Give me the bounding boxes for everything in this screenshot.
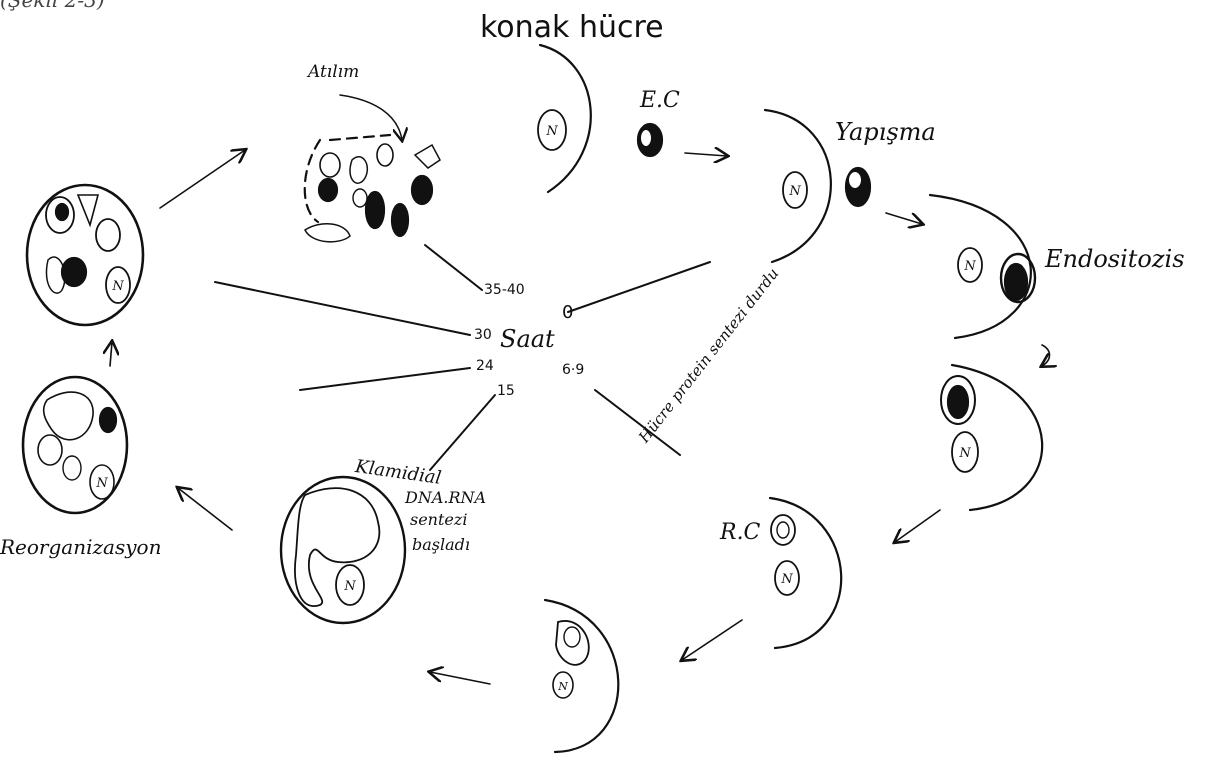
label-attachment: Yapışma bbox=[835, 118, 936, 146]
host-cell-1 bbox=[538, 45, 591, 192]
label-reorganization: Reorganizasyon bbox=[0, 535, 161, 559]
hour-6-9: 6·9 bbox=[562, 362, 584, 378]
arrow-to-attachment bbox=[685, 153, 727, 156]
label-saat: Saat bbox=[500, 325, 555, 353]
host-cell-6 bbox=[545, 600, 618, 752]
host-cell-3 bbox=[930, 195, 1035, 338]
label-synthesis-2: DNA.RNA bbox=[405, 488, 486, 507]
hour-0: 0 bbox=[562, 302, 573, 323]
arrow-to-inclusion bbox=[1042, 345, 1050, 366]
arrow-to-rc bbox=[895, 510, 940, 542]
nucleus-letter-5: N bbox=[780, 572, 793, 587]
nucleus-letter-8: N bbox=[95, 476, 108, 491]
host-cell-9 bbox=[27, 185, 143, 325]
nucleus-letter-2: N bbox=[788, 184, 801, 199]
host-cell-7 bbox=[281, 477, 405, 623]
hour-24: 24 bbox=[476, 358, 494, 374]
elementary-body bbox=[638, 124, 662, 156]
nucleus-letter-9: N bbox=[111, 279, 124, 294]
label-synthesis-4: başladı bbox=[412, 535, 470, 554]
arrow-to-reorganization bbox=[178, 488, 232, 530]
host-cell-4 bbox=[941, 365, 1042, 510]
arrow-to-endocytosis bbox=[886, 213, 922, 224]
arrow-to-dividing bbox=[682, 620, 742, 660]
arrow-to-release bbox=[160, 150, 245, 208]
label-elementary-body: E.C bbox=[640, 88, 680, 113]
arrow-to-synthesis bbox=[430, 672, 490, 684]
release-cell bbox=[305, 95, 440, 242]
hour-35-40: 35-40 bbox=[484, 282, 525, 298]
nucleus-letter-7: N bbox=[343, 579, 356, 594]
label-synthesis-3: sentezi bbox=[410, 510, 467, 529]
host-cell-8 bbox=[23, 377, 127, 513]
arrow-to-mature bbox=[110, 342, 112, 366]
hour-30: 30 bbox=[474, 327, 492, 343]
diagram-title: konak hücre bbox=[480, 10, 664, 45]
nucleus-letter-1: N bbox=[545, 124, 558, 139]
nucleus-letter-3: N bbox=[963, 259, 976, 274]
header-fragment: (Şekil 2-3) bbox=[0, 0, 105, 12]
nucleus-letter-4: N bbox=[958, 446, 971, 461]
hour-15: 15 bbox=[497, 383, 515, 399]
nucleus-letter-6: N bbox=[557, 680, 568, 693]
label-release: Atılım bbox=[308, 62, 359, 82]
label-reticulate-body: R.C bbox=[720, 520, 760, 545]
label-endocytosis: Endositozis bbox=[1045, 245, 1185, 273]
